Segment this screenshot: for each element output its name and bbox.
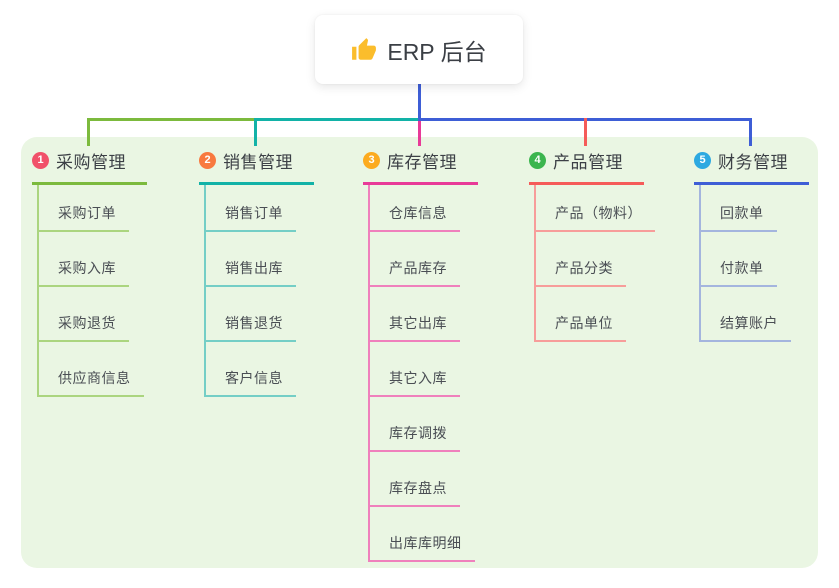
child-node[interactable]: 结算账户 <box>701 287 791 342</box>
branch-children: 销售订单 销售出库 销售退货 客户信息 <box>204 185 296 397</box>
child-label: 回款单 <box>720 205 764 221</box>
branch-number-badge: 2 <box>199 152 216 169</box>
branch-drop-line-1 <box>87 118 90 146</box>
branch-title[interactable]: 4 产品管理 <box>529 148 644 185</box>
child-node[interactable]: 出库库明细 <box>370 507 475 562</box>
child-label: 销售出库 <box>225 260 283 276</box>
child-label: 产品单位 <box>555 315 613 331</box>
branch-title[interactable]: 5 财务管理 <box>694 148 809 185</box>
root-label: ERP 后台 <box>387 38 487 65</box>
child-label: 产品分类 <box>555 260 613 276</box>
child-label: 出库库明细 <box>389 535 462 551</box>
branch-title[interactable]: 2 销售管理 <box>199 148 314 185</box>
branch-number-badge: 1 <box>32 152 49 169</box>
child-label: 供应商信息 <box>58 370 131 386</box>
branch-node-1[interactable]: 1 采购管理 采购订单 采购入库 采购退货 供应商信息 <box>32 148 147 397</box>
root-connector-line <box>418 84 421 121</box>
branch-node-4[interactable]: 4 产品管理 产品（物料） 产品分类 产品单位 <box>529 148 655 342</box>
branch-drop-line-3 <box>418 121 421 146</box>
child-node[interactable]: 回款单 <box>701 185 777 232</box>
branch-label: 库存管理 <box>387 153 457 172</box>
child-node[interactable]: 采购入库 <box>39 232 129 287</box>
child-node[interactable]: 供应商信息 <box>39 342 144 397</box>
branch-node-5[interactable]: 5 财务管理 回款单 付款单 结算账户 <box>694 148 809 342</box>
child-label: 其它入库 <box>389 370 447 386</box>
bus-segment-teal <box>254 118 418 121</box>
child-label: 采购退货 <box>58 315 116 331</box>
mindmap-panel <box>21 137 818 568</box>
branch-children: 回款单 付款单 结算账户 <box>699 185 791 342</box>
child-node[interactable]: 库存调拨 <box>370 397 460 452</box>
branch-children: 采购订单 采购入库 采购退货 供应商信息 <box>37 185 144 397</box>
branch-number-badge: 5 <box>694 152 711 169</box>
child-node[interactable]: 仓库信息 <box>370 185 460 232</box>
child-label: 客户信息 <box>225 370 283 386</box>
branch-label: 采购管理 <box>56 153 126 172</box>
thumbs-up-icon <box>351 37 377 63</box>
child-label: 付款单 <box>720 260 764 276</box>
branch-children: 产品（物料） 产品分类 产品单位 <box>534 185 655 342</box>
branch-label: 财务管理 <box>718 153 788 172</box>
branch-label: 产品管理 <box>553 153 623 172</box>
branch-children: 仓库信息 产品库存 其它出库 其它入库 库存调拨 库存盘点 出库库明细 <box>368 185 475 562</box>
child-label: 结算账户 <box>720 315 778 331</box>
child-label: 产品（物料） <box>555 205 642 221</box>
child-node[interactable]: 销售订单 <box>206 185 296 232</box>
child-node[interactable]: 其它入库 <box>370 342 460 397</box>
branch-node-2[interactable]: 2 销售管理 销售订单 销售出库 销售退货 客户信息 <box>199 148 314 397</box>
child-label: 销售订单 <box>225 205 283 221</box>
bus-segment-green <box>87 118 254 121</box>
branch-title[interactable]: 3 库存管理 <box>363 148 478 185</box>
branch-number-badge: 4 <box>529 152 546 169</box>
child-node[interactable]: 付款单 <box>701 232 777 287</box>
branch-drop-line-5 <box>749 118 752 146</box>
child-label: 销售退货 <box>225 315 283 331</box>
branch-number-badge: 3 <box>363 152 380 169</box>
child-node[interactable]: 采购退货 <box>39 287 129 342</box>
child-node[interactable]: 采购订单 <box>39 185 129 232</box>
child-node[interactable]: 产品单位 <box>536 287 626 342</box>
branch-node-3[interactable]: 3 库存管理 仓库信息 产品库存 其它出库 其它入库 库存调拨 库存盘点 出库库… <box>363 148 478 562</box>
child-node[interactable]: 产品库存 <box>370 232 460 287</box>
branch-label: 销售管理 <box>223 153 293 172</box>
child-label: 产品库存 <box>389 260 447 276</box>
child-node[interactable]: 库存盘点 <box>370 452 460 507</box>
root-node[interactable]: ERP 后台 <box>315 15 523 84</box>
child-label: 采购订单 <box>58 205 116 221</box>
branch-title[interactable]: 1 采购管理 <box>32 148 147 185</box>
child-node[interactable]: 销售退货 <box>206 287 296 342</box>
branch-drop-line-2 <box>254 118 257 146</box>
child-label: 采购入库 <box>58 260 116 276</box>
child-node[interactable]: 产品分类 <box>536 232 626 287</box>
child-label: 库存盘点 <box>389 480 447 496</box>
child-node[interactable]: 产品（物料） <box>536 185 655 232</box>
branch-drop-line-4 <box>584 118 587 146</box>
child-node[interactable]: 销售出库 <box>206 232 296 287</box>
child-label: 库存调拨 <box>389 425 447 441</box>
child-node[interactable]: 客户信息 <box>206 342 296 397</box>
child-label: 其它出库 <box>389 315 447 331</box>
child-node[interactable]: 其它出库 <box>370 287 460 342</box>
child-label: 仓库信息 <box>389 205 447 221</box>
